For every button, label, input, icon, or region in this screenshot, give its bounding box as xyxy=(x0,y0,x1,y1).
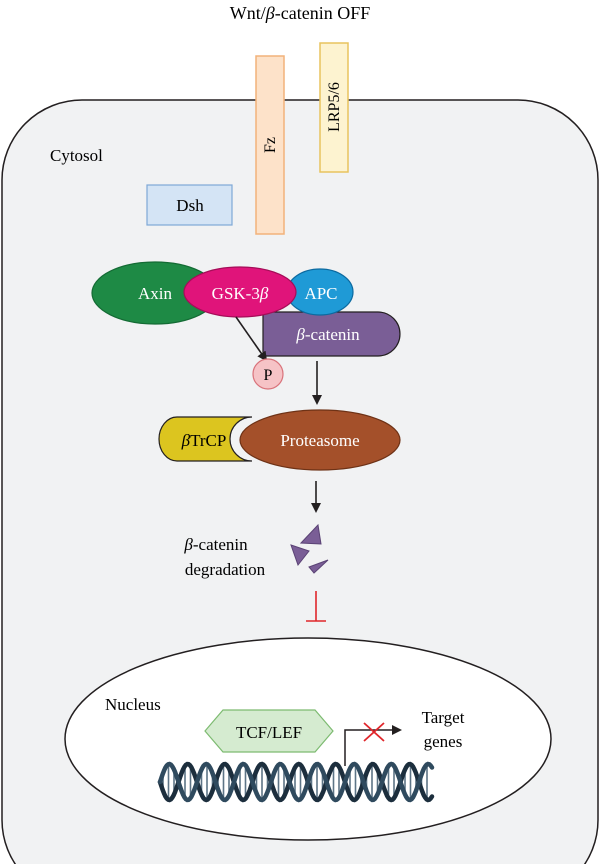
beta-catenin-label: β-catenin xyxy=(295,325,360,344)
btrcp-shape: βTrCP xyxy=(158,416,253,462)
phosphorylation-arrow xyxy=(235,316,268,362)
target-genes-line2: genes xyxy=(424,732,463,751)
gsk3b-label: GSK-3β xyxy=(212,284,269,303)
dsh-label: Dsh xyxy=(176,196,204,215)
fragment-1 xyxy=(299,523,322,545)
blocked-x-icon xyxy=(363,722,385,742)
tcf-lef-hexagon: TCF/LEF xyxy=(204,709,334,753)
apc-label: APC xyxy=(304,284,337,303)
phospho-label: P xyxy=(264,367,273,384)
diagram-title: Wnt/β-catenin OFF xyxy=(230,3,370,23)
degradation-label-line2: degradation xyxy=(185,560,266,579)
proteasome-label: Proteasome xyxy=(280,431,359,450)
phospho-circle: P xyxy=(252,358,284,390)
dna-strand xyxy=(157,761,435,803)
degradation-label-line1: β-catenin xyxy=(183,535,248,554)
cytosol-label: Cytosol xyxy=(50,146,103,165)
gsk3b-ellipse: GSK-3β xyxy=(183,266,297,318)
dna-strand xyxy=(157,761,435,803)
dna-helix-icon xyxy=(157,761,435,803)
axin-ellipse: Axin xyxy=(91,261,219,325)
degradation-fragments xyxy=(290,523,329,574)
btrcp-label: βTrCP xyxy=(181,431,227,450)
nucleus-label: Nucleus xyxy=(105,695,161,714)
lrp-receptor: LRP5/6 xyxy=(319,42,349,173)
fragment-2 xyxy=(290,544,310,567)
lrp-label: LRP5/6 xyxy=(326,82,343,132)
tcf-lef-label: TCF/LEF xyxy=(236,723,302,742)
axin-label: Axin xyxy=(138,284,173,303)
inhibition-symbol xyxy=(306,591,326,622)
dsh-box: Dsh xyxy=(146,184,233,226)
beta-catenin-shape: β-catenin xyxy=(262,311,401,357)
proteasome-ellipse: Proteasome xyxy=(239,409,401,471)
fz-label: Fz xyxy=(262,137,279,153)
apc-ellipse: APC xyxy=(286,268,354,316)
target-genes-line1: Target xyxy=(422,708,465,727)
fragment-3 xyxy=(308,559,329,574)
fz-receptor: Fz xyxy=(255,55,285,235)
